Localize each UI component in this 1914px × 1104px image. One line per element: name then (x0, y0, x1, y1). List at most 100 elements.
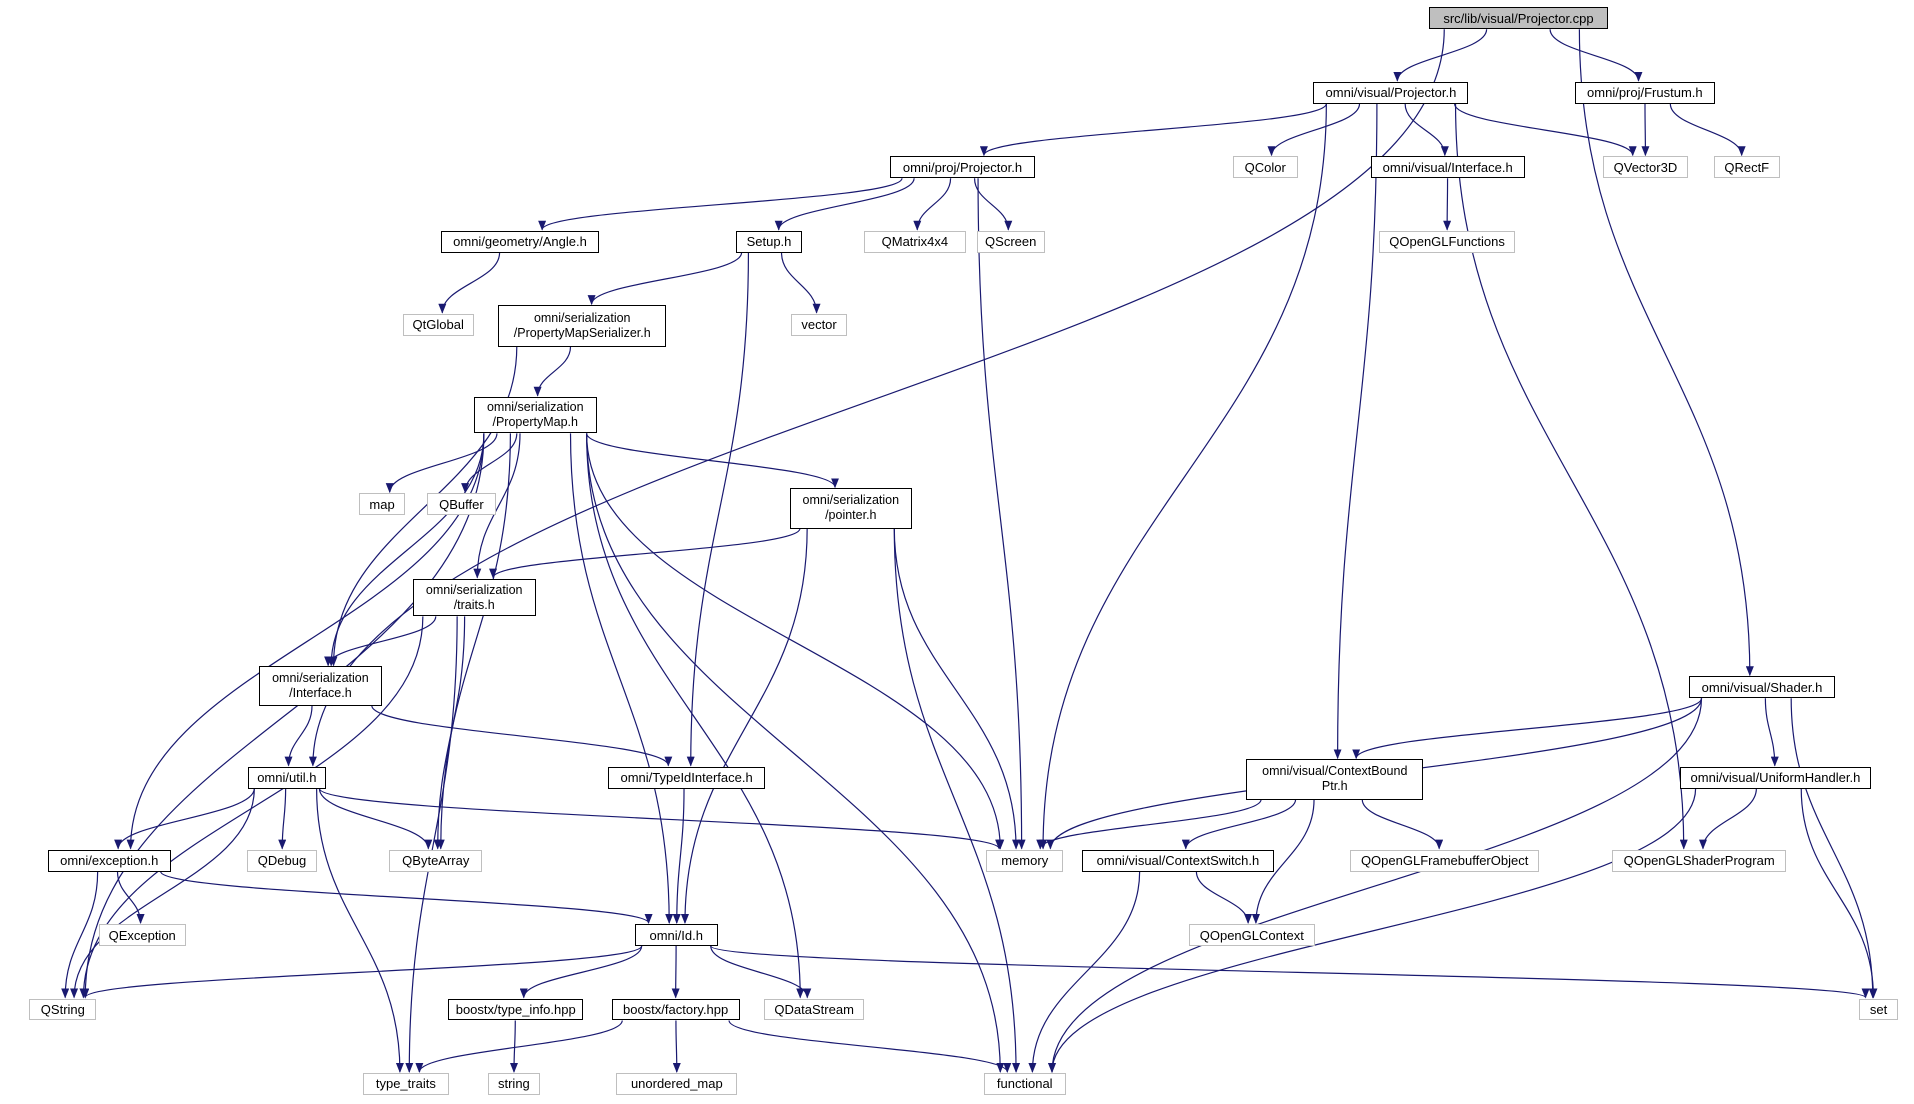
node-set: set (1859, 998, 1899, 1021)
node-qdebug: QDebug (246, 849, 318, 872)
node-id[interactable]: omni/Id.h (634, 924, 718, 946)
node-root[interactable]: src/lib/visual/Projector.cpp (1429, 7, 1608, 30)
node-qmatrix4x4: QMatrix4x4 (864, 230, 966, 253)
node-functional: functional (983, 1072, 1066, 1095)
edge-property_map-to-ser_interface (327, 433, 485, 667)
edge-id-to-qdatastream (710, 945, 812, 999)
edge-util-to-qdebug (278, 788, 287, 850)
edge-uniform_handler-to-qopenglshaderprogram (1698, 788, 1757, 850)
node-qdatastream: QDataStream (764, 998, 865, 1021)
node-qtglobal: QtGlobal (402, 313, 474, 336)
node-typeid-interface[interactable]: omni/TypeIdInterface.h (607, 766, 766, 789)
node-geometry-angle[interactable]: omni/geometry/Angle.h (440, 230, 600, 253)
edge-id-to-set (710, 945, 1870, 999)
edge-geometry_angle-to-qtglobal (438, 252, 501, 314)
node-qopenglcontext: QOpenGLContext (1188, 924, 1315, 946)
edge-visual_projector-to-proj_projector (980, 103, 1327, 157)
node-property-map-serializer[interactable]: omni/serialization /PropertyMapSerialize… (498, 305, 667, 347)
edge-factory-to-unordered_map (672, 1020, 681, 1073)
node-proj-projector[interactable]: omni/proj/Projector.h (889, 156, 1036, 179)
edge-id-to-qstring (81, 945, 643, 999)
edge-visual_shader-to-set (1790, 698, 1877, 999)
edge-visual_shader-to-context_bound_ptr (1352, 697, 1703, 760)
node-qcolor: QColor (1232, 156, 1298, 179)
node-qbuffer: QBuffer (427, 493, 496, 516)
edge-context_switch-to-functional (1028, 871, 1141, 1073)
edge-ser_interface-to-util (284, 705, 313, 767)
node-serialization-pointer[interactable]: omni/serialization /pointer.h (789, 488, 912, 529)
edge-property_map-to-ser_pointer (586, 433, 839, 489)
edge-proj_projector-to-qmatrix4x4 (913, 178, 952, 231)
edge-root-to-visual_shader (1578, 29, 1754, 677)
edge-ser_pointer-to-memory (893, 528, 1021, 850)
edge-root-to-proj_frustum (1549, 29, 1643, 82)
edge-property_map-to-map (385, 433, 498, 494)
node-qstring: QString (29, 998, 97, 1021)
edge-property_map-to-qstring (81, 433, 485, 999)
edge-visual_projector-to-qopenglshaderprogram (1454, 103, 1688, 850)
edge-property_map-to-id (569, 433, 674, 925)
node-vector: vector (790, 313, 848, 336)
node-property-map[interactable]: omni/serialization /PropertyMap.h (473, 396, 597, 434)
edge-proj_projector-to-geometry_angle (538, 177, 903, 231)
edge-context_bound_ptr-to-memory (1036, 799, 1262, 850)
node-map: map (358, 493, 406, 516)
edge-context_switch-to-qopenglcontext (1195, 871, 1253, 925)
edge-visual_shader-to-functional (1048, 698, 1703, 1073)
edge-property_map-to-qdatastream (586, 433, 805, 999)
node-type-info[interactable]: boostx/type_info.hpp (447, 998, 584, 1021)
node-qopenglfunctions: QOpenGLFunctions (1379, 230, 1515, 253)
edge-context_bound_ptr-to-context_switch (1181, 799, 1297, 850)
edge-util-to-memory (318, 788, 1003, 850)
edge-context_bound_ptr-to-qopenglcontext (1251, 799, 1315, 925)
node-context-switch[interactable]: omni/visual/ContextSwitch.h (1081, 849, 1275, 872)
edge-property_map-to-qbuffer (461, 433, 518, 494)
node-proj-frustum[interactable]: omni/proj/Frustum.h (1574, 81, 1716, 104)
node-qexception: QException (98, 924, 186, 946)
node-visual-shader[interactable]: omni/visual/Shader.h (1689, 676, 1835, 699)
node-context-bound-ptr[interactable]: omni/visual/ContextBound Ptr.h (1246, 759, 1424, 800)
edge-factory-to-functional (728, 1020, 1012, 1073)
edge-ser_pointer-to-ser_traits (489, 528, 801, 579)
edge-util-to-exception (114, 788, 255, 850)
node-memory: memory (986, 849, 1064, 872)
edge-pm_serializer-to-property_map (533, 346, 572, 397)
node-string: string (488, 1072, 540, 1095)
node-serialization-interface[interactable]: omni/serialization /Interface.h (258, 666, 383, 706)
edge-exception-to-qexception (116, 871, 145, 925)
edge-property_map-to-memory (586, 433, 1005, 850)
node-visual-projector[interactable]: omni/visual/Projector.h (1313, 81, 1469, 104)
edge-id-to-type_info (519, 945, 643, 999)
edge-exception-to-qstring (61, 871, 99, 999)
edge-proj_projector-to-qscreen (973, 178, 1013, 231)
edge-ser_pointer-to-functional (893, 528, 1021, 1073)
edge-uniform_handler-to-functional (1048, 788, 1697, 1073)
edge-util-to-type_traits (316, 788, 404, 1073)
node-serialization-traits[interactable]: omni/serialization /traits.h (412, 578, 536, 617)
edge-ser_interface-to-typeid_interface (371, 705, 673, 767)
edge-visual_projector-to-visual_interface (1404, 103, 1449, 157)
edge-exception-to-id (160, 871, 653, 925)
node-factory[interactable]: boostx/factory.hpp (611, 998, 740, 1021)
node-unordered-map: unordered_map (616, 1072, 738, 1095)
node-qrectf: QRectF (1713, 156, 1780, 179)
edge-setup-to-vector (780, 252, 821, 314)
edge-ser_traits-to-type_traits (405, 616, 458, 1073)
edge-uniform_handler-to-set (1800, 788, 1878, 999)
node-qbytearray: QByteArray (389, 849, 483, 872)
node-setup[interactable]: Setup.h (736, 230, 802, 253)
node-uniform-handler[interactable]: omni/visual/UniformHandler.h (1679, 766, 1872, 789)
edge-type_info-to-string (509, 1020, 518, 1073)
edge-setup-to-pm_serializer (587, 252, 743, 306)
node-util[interactable]: omni/util.h (247, 766, 326, 789)
edge-util-to-qbytearray (318, 788, 433, 850)
edge-property_map-to-ser_traits (473, 433, 521, 579)
node-visual-interface[interactable]: omni/visual/Interface.h (1370, 156, 1525, 179)
edge-factory-to-type_traits (415, 1020, 623, 1073)
edge-proj_projector-to-memory (977, 178, 1026, 850)
edge-visual_projector-to-qcolor (1267, 103, 1361, 157)
node-type-traits: type_traits (362, 1072, 450, 1095)
node-qvector3d: QVector3D (1602, 156, 1689, 179)
node-exception[interactable]: omni/exception.h (47, 849, 171, 872)
